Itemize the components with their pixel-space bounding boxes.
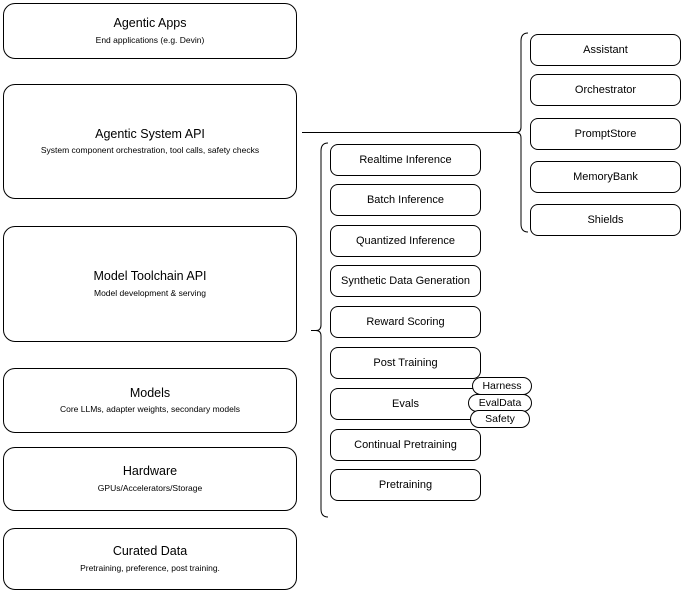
stack-layer-curated-data: Curated Data Pretraining, preference, po… — [3, 528, 297, 590]
toolchain-component-synthetic-data-generation[interactable]: Synthetic Data Generation — [330, 265, 481, 297]
stack-layer-models: Models Core LLMs, adapter weights, secon… — [3, 368, 297, 433]
agentic-component-label: Assistant — [583, 44, 628, 56]
toolchain-component-label: Post Training — [373, 357, 438, 369]
agentic-component-assistant[interactable]: Assistant — [530, 34, 681, 66]
stack-layer-subtitle: End applications (e.g. Devin) — [95, 34, 205, 45]
agentic-component-promptstore[interactable]: PromptStore — [530, 118, 681, 150]
toolchain-component-label: Evals — [392, 398, 419, 410]
agentic-component-memorybank[interactable]: MemoryBank — [530, 161, 681, 193]
toolchain-component-evals[interactable]: Evals — [330, 388, 481, 420]
toolchain-component-label: Batch Inference — [366, 194, 445, 206]
stack-layer-subtitle: GPUs/Accelerators/Storage — [97, 482, 203, 493]
toolchain-component-label: Realtime Inference — [359, 154, 452, 166]
toolchain-component-continual-pretraining[interactable]: Continual Pretraining — [330, 429, 481, 461]
toolchain-component-label: Continual Pretraining — [354, 439, 457, 451]
bracket-model-toolchain-components — [311, 142, 329, 518]
toolchain-component-pretraining[interactable]: Pretraining — [330, 469, 481, 501]
toolchain-component-label: Reward Scoring — [366, 316, 445, 328]
agentic-component-shields[interactable]: Shields — [530, 204, 681, 236]
stack-layer-title: Model Toolchain API — [93, 269, 207, 284]
stack-layer-subtitle: Core LLMs, adapter weights, secondary mo… — [59, 404, 240, 415]
stack-layer-hardware: Hardware GPUs/Accelerators/Storage — [3, 447, 297, 511]
stack-layer-title: Agentic System API — [95, 126, 205, 141]
stack-layer-subtitle: Model development & serving — [94, 287, 206, 298]
evals-badge-safety[interactable]: Safety — [470, 410, 530, 428]
bracket-agentic-system-components — [512, 32, 529, 233]
agentic-component-orchestrator[interactable]: Orchestrator — [530, 74, 681, 106]
evals-badge-label: Safety — [485, 413, 515, 425]
stack-layer-subtitle: System component orchestration, tool cal… — [40, 145, 260, 156]
toolchain-component-label: Pretraining — [378, 479, 433, 491]
toolchain-component-reward-scoring[interactable]: Reward Scoring — [330, 306, 481, 338]
agentic-component-label: PromptStore — [574, 128, 637, 140]
evals-badge-label: EvalData — [478, 397, 522, 409]
stack-layer-title: Hardware — [122, 464, 178, 479]
evals-badge-label: Harness — [482, 380, 522, 392]
stack-layer-title: Agentic Apps — [113, 16, 187, 31]
evals-badge-evaldata[interactable]: EvalData — [468, 394, 532, 412]
toolchain-component-post-training[interactable]: Post Training — [330, 347, 481, 379]
stack-layer-model-toolchain-api: Model Toolchain API Model development & … — [3, 226, 297, 342]
toolchain-component-batch-inference[interactable]: Batch Inference — [330, 184, 481, 216]
stack-layer-agentic-apps: Agentic Apps End applications (e.g. Devi… — [3, 3, 297, 59]
stack-layer-subtitle: Pretraining, preference, post training. — [80, 562, 220, 573]
toolchain-component-label: Synthetic Data Generation — [340, 275, 471, 287]
toolchain-component-realtime-inference[interactable]: Realtime Inference — [330, 144, 481, 176]
agentic-component-label: MemoryBank — [573, 171, 638, 183]
evals-badge-harness[interactable]: Harness — [472, 377, 532, 395]
toolchain-component-quantized-inference[interactable]: Quantized Inference — [330, 225, 481, 257]
stack-layer-title: Curated Data — [112, 544, 188, 559]
agentic-component-label: Shields — [587, 214, 624, 226]
toolchain-component-label: Quantized Inference — [355, 235, 456, 247]
stack-layer-agentic-system-api: Agentic System API System component orch… — [3, 84, 297, 199]
agentic-component-label: Orchestrator — [574, 84, 637, 96]
stack-layer-title: Models — [129, 385, 171, 400]
